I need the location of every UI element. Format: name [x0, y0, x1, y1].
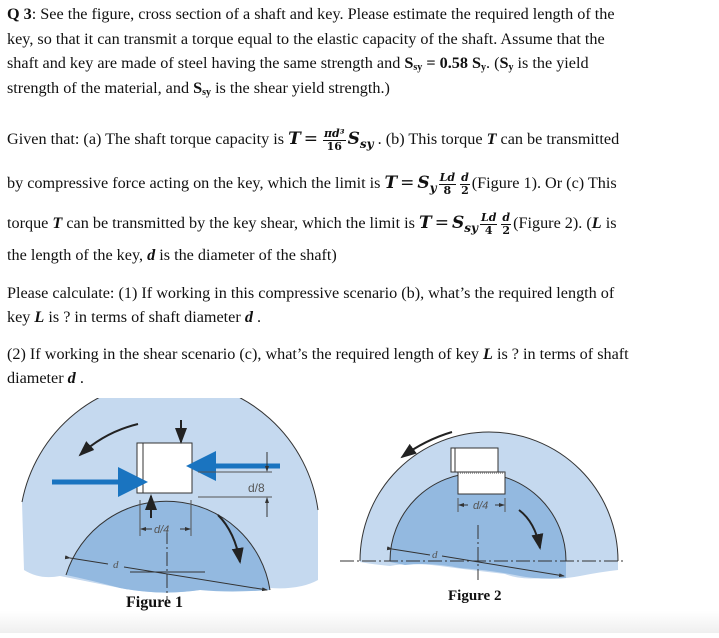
figure-1-dim-d4: d/4 — [154, 524, 169, 536]
figure-1-caption: Figure 1 — [126, 594, 184, 611]
figure-2-dim-d4: d/4 — [473, 500, 488, 512]
question-label: Q 3 — [7, 5, 32, 23]
figure-1-dim-d8: d/8 — [248, 481, 265, 495]
given-line-1: Given that: (a) The shaft torque capacit… — [7, 127, 620, 153]
question-line-3: shaft and key are made of steel having t… — [7, 54, 589, 73]
given-line-3: torque T can be transmitted by the key s… — [7, 211, 617, 237]
bottom-fade — [0, 611, 719, 633]
figure-2-caption: Figure 2 — [448, 588, 502, 604]
task-2-line-1: (2) If working in the shear scenario (c)… — [7, 345, 629, 363]
question-line-4: strength of the material, and Ssy is the… — [7, 79, 390, 98]
given-line-2: by compressive force acting on the key, … — [7, 171, 617, 197]
task-1-line-2: key L is ? in terms of shaft diameter d … — [7, 308, 261, 326]
given-line-4: the length of the key, d is the diameter… — [7, 246, 337, 264]
figure-2-diagram — [340, 431, 625, 580]
ssy-symbol: Ssy = 0.58 Sy — [404, 54, 486, 73]
figures-area: d/8 d/4 d d — [0, 379, 719, 633]
figure-2-dim-d: d — [432, 549, 438, 561]
figure-1-dim-d: d — [113, 559, 119, 571]
task-2-line-2: diameter d . — [7, 369, 84, 387]
question-line-2: key, so that it can transmit a torque eq… — [7, 30, 605, 48]
question-line-1: Q 3: See the figure, cross section of a … — [7, 5, 615, 23]
task-1-line-1: Please calculate: (1) If working in this… — [7, 284, 615, 302]
figure-1-diagram — [21, 379, 319, 600]
torque-symbol: T — [288, 129, 301, 150]
